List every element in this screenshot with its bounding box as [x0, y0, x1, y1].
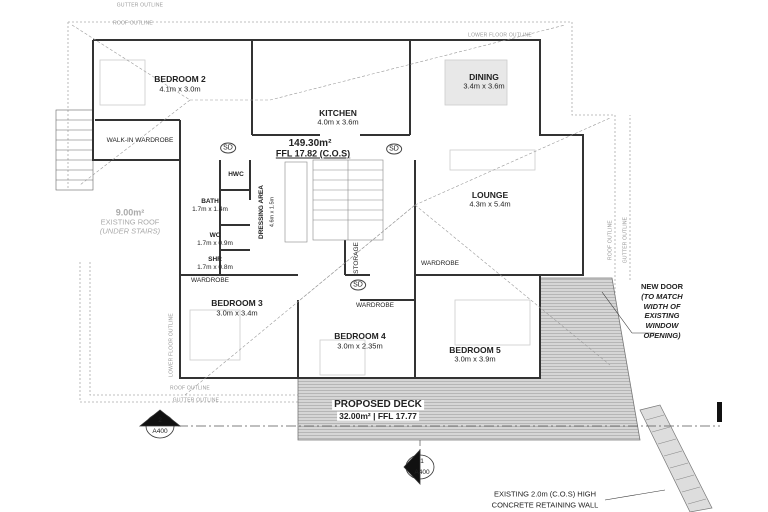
- deck-stairs: [639, 404, 713, 512]
- room-size-bedroom-3: 3.0m x 3.4m: [216, 308, 258, 318]
- retaining-wall-note-line1: EXISTING 2.0m (C.O.S) HIGH: [493, 489, 597, 499]
- floor-ffl: FFL 17.82 (C.O.S): [275, 148, 351, 159]
- room-size-dining: 3.4m x 3.6m: [463, 81, 505, 91]
- room-size-bedroom-2: 4.1m x 3.0m: [159, 84, 201, 94]
- room-name-storage: STORAGE: [352, 242, 360, 274]
- section-marker-2: [138, 409, 182, 439]
- section-marker-1-sheet: A400: [414, 468, 430, 476]
- existing-roof-label: EXISTING ROOF: [100, 217, 160, 227]
- room-size-lounge: 4.3m x 5.4m: [469, 199, 511, 209]
- roof-outline-label: ROOF OUTLINE: [113, 20, 153, 27]
- room-name-hwc: HWC: [228, 170, 244, 178]
- note-line: WIDTH OF: [643, 301, 681, 311]
- section-marker-2-sheet: A400: [152, 427, 168, 435]
- roof-outline-label-bottom: ROOF OUTLINE: [170, 385, 210, 392]
- room-name-walk-in-wardrobe: WALK-IN WARDROBE: [106, 136, 174, 144]
- section-marker-1-number: 1: [420, 457, 424, 465]
- room-size-bedroom-5: 3.0m x 3.9m: [454, 354, 496, 364]
- note-line: EXISTING: [644, 311, 680, 320]
- room-name-kitchen: KITCHEN: [319, 107, 357, 118]
- room-size-bedroom-4: 3.0m x 2.35m: [337, 341, 383, 351]
- gutter-outline-label: GUTTER OUTLINE: [116, 2, 164, 9]
- room-size-bath: 1.7m x 1.4m: [192, 205, 228, 213]
- room-name-shr: SHR: [208, 255, 222, 263]
- new-door-title: NEW DOOR: [640, 281, 684, 291]
- lower-floor-outline-label-left: LOWER FLOOR OUTLINE: [168, 313, 175, 377]
- deck-detail: 32.00m² | FFL 17.77: [337, 410, 419, 421]
- smoke-detector-icon: SD: [386, 143, 402, 155]
- room-name-dining: DINING: [469, 71, 499, 82]
- new-door-note: NEW DOOR (TO MATCH WIDTH OF EXISTING WIN…: [641, 282, 683, 341]
- roof-outline-label-right: ROOF OUTLINE: [607, 220, 614, 260]
- section-marker-1: [403, 448, 435, 486]
- room-size-kitchen: 4.0m x 3.6m: [317, 117, 359, 127]
- lower-floor-outline-label: LOWER FLOOR OUTLINE: [468, 32, 532, 39]
- wardrobe-bedroom-4: WARDROBE: [355, 301, 395, 309]
- smoke-detector-icon: SD: [350, 279, 366, 291]
- gutter-outline-label-bottom: GUTTER OUTLINE: [172, 397, 220, 404]
- floor-area: 149.30m²: [288, 138, 332, 149]
- note-line: WINDOW: [645, 320, 679, 330]
- retaining-wall-note-line2: CONCRETE RETAINING WALL: [491, 500, 599, 510]
- smoke-detector-icon: SD: [220, 142, 236, 154]
- internal-stairs: [284, 159, 384, 243]
- room-size-shr: 1.7m x 0.8m: [197, 263, 233, 271]
- room-size-wc: 1.7m x 0.9m: [197, 239, 233, 247]
- furniture: [99, 59, 536, 376]
- room-name-dressing-area: DRESSING AREA: [257, 185, 265, 239]
- existing-roof-area: 9.00m²: [115, 207, 145, 218]
- left-stairs: [55, 109, 94, 191]
- wardrobe-bedroom-5: WARDROBE: [420, 259, 460, 267]
- room-size-dressing-area: 4.6m x 1.5m: [269, 196, 276, 228]
- section-marker-2-number: 2: [158, 416, 162, 424]
- room-name-lounge: LOUNGE: [471, 189, 509, 200]
- note-line: (TO MATCH: [641, 291, 683, 301]
- room-name-bedroom-2: BEDROOM 2: [154, 73, 206, 84]
- room-name-bedroom-5: BEDROOM 5: [449, 344, 501, 355]
- existing-roof-note: (UNDER STAIRS): [99, 226, 161, 236]
- deck-title: PROPOSED DECK: [332, 399, 424, 410]
- walls: [92, 39, 584, 379]
- room-name-bedroom-4: BEDROOM 4: [334, 330, 386, 341]
- wardrobe-bedroom-3: WARDROBE: [190, 276, 230, 284]
- room-name-bath: BATH: [201, 197, 219, 205]
- gutter-outline-label-right: GUTTER OUTLINE: [622, 216, 629, 264]
- room-name-bedroom-3: BEDROOM 3: [211, 297, 263, 308]
- note-line: OPENING): [643, 330, 681, 340]
- room-name-wc: WC: [209, 231, 221, 239]
